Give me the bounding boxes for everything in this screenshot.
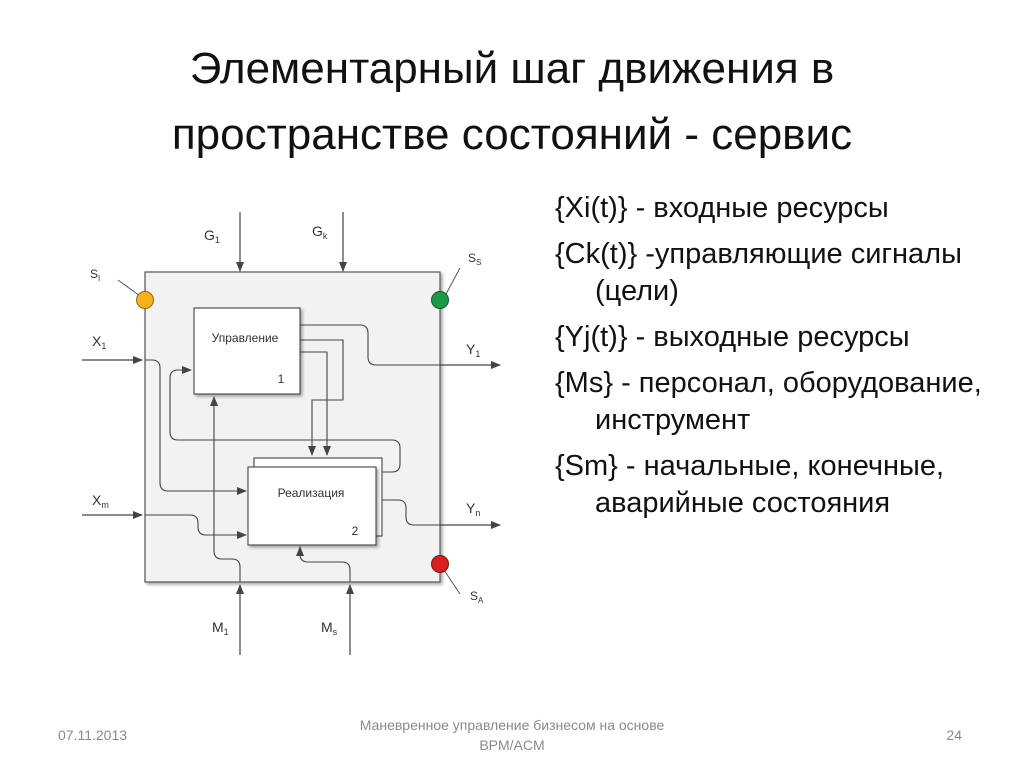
definition-line-1: {Ck(t)} -управляющие (555, 238, 843, 270)
definition-line-2: сигналы (цели) (595, 238, 962, 307)
x1-label: X1 (92, 333, 106, 351)
yn-label: Yn (466, 500, 480, 518)
ss-label: SS (468, 251, 481, 267)
ss-leader (445, 267, 461, 295)
definition-item: {Sm} - начальные, конечные, аварийные со… (555, 448, 1005, 522)
definition-item: {Ck(t)} -управляющие сигналы (цели) (555, 236, 1005, 310)
definition-line-2: конечные, аварийные состояния (595, 450, 945, 519)
slide-title: Элементарный шаг движения в пространстве… (40, 36, 984, 168)
definition-line-1: {Yj(t)} - выходные (555, 321, 790, 353)
footer-title: Маневренное управление бизнесом на основ… (359, 717, 665, 753)
si-label: SI (90, 267, 100, 283)
definition-line-2: ресурсы (797, 321, 910, 353)
emergency-state-indicator (431, 555, 449, 573)
control-block-label: Управление (212, 331, 279, 345)
definition-line-2: оборудование, инструмент (595, 367, 982, 436)
ms-label: Ms (321, 619, 338, 637)
slide-number: 24 (946, 727, 962, 743)
start-state-indicator (136, 291, 154, 309)
definition-line-1: {Xi(t)} - входные ресурсы (555, 192, 889, 224)
sa-leader (443, 569, 461, 595)
title-line-1: Элементарный шаг движения в (189, 44, 835, 93)
footer-date: 07.11.2013 (58, 727, 128, 743)
si-leader (117, 279, 141, 297)
realization-block-label: Реализация (278, 486, 345, 500)
definition-item: {Xi(t)} - входные ресурсы (555, 190, 1005, 227)
gk-label: Gk (312, 223, 328, 241)
realization-block-number: 2 (352, 524, 359, 538)
definition-item: {Yj(t)} - выходные ресурсы (555, 319, 1005, 356)
title-line-2: пространстве состояний - сервис (171, 110, 853, 159)
m1-label: M1 (212, 619, 229, 637)
control-block-number: 1 (278, 372, 285, 386)
sa-label: SA (470, 589, 484, 605)
definitions-list: {Xi(t)} - входные ресурсы {Ck(t)} -управ… (555, 190, 1005, 531)
end-state-indicator (431, 291, 449, 309)
xm-label: Xm (92, 492, 109, 510)
control-block (193, 307, 301, 395)
realization-block (247, 466, 377, 546)
definition-item: {Ms} - персонал, оборудование, инструмен… (555, 365, 1005, 439)
internal-connectors (145, 324, 440, 582)
definition-line-1: {Sm} - начальные, (555, 450, 800, 482)
y1-label: Y1 (466, 341, 480, 359)
definition-line-1: {Ms} - персонал, (555, 367, 775, 399)
g1-label: G1 (204, 227, 220, 245)
